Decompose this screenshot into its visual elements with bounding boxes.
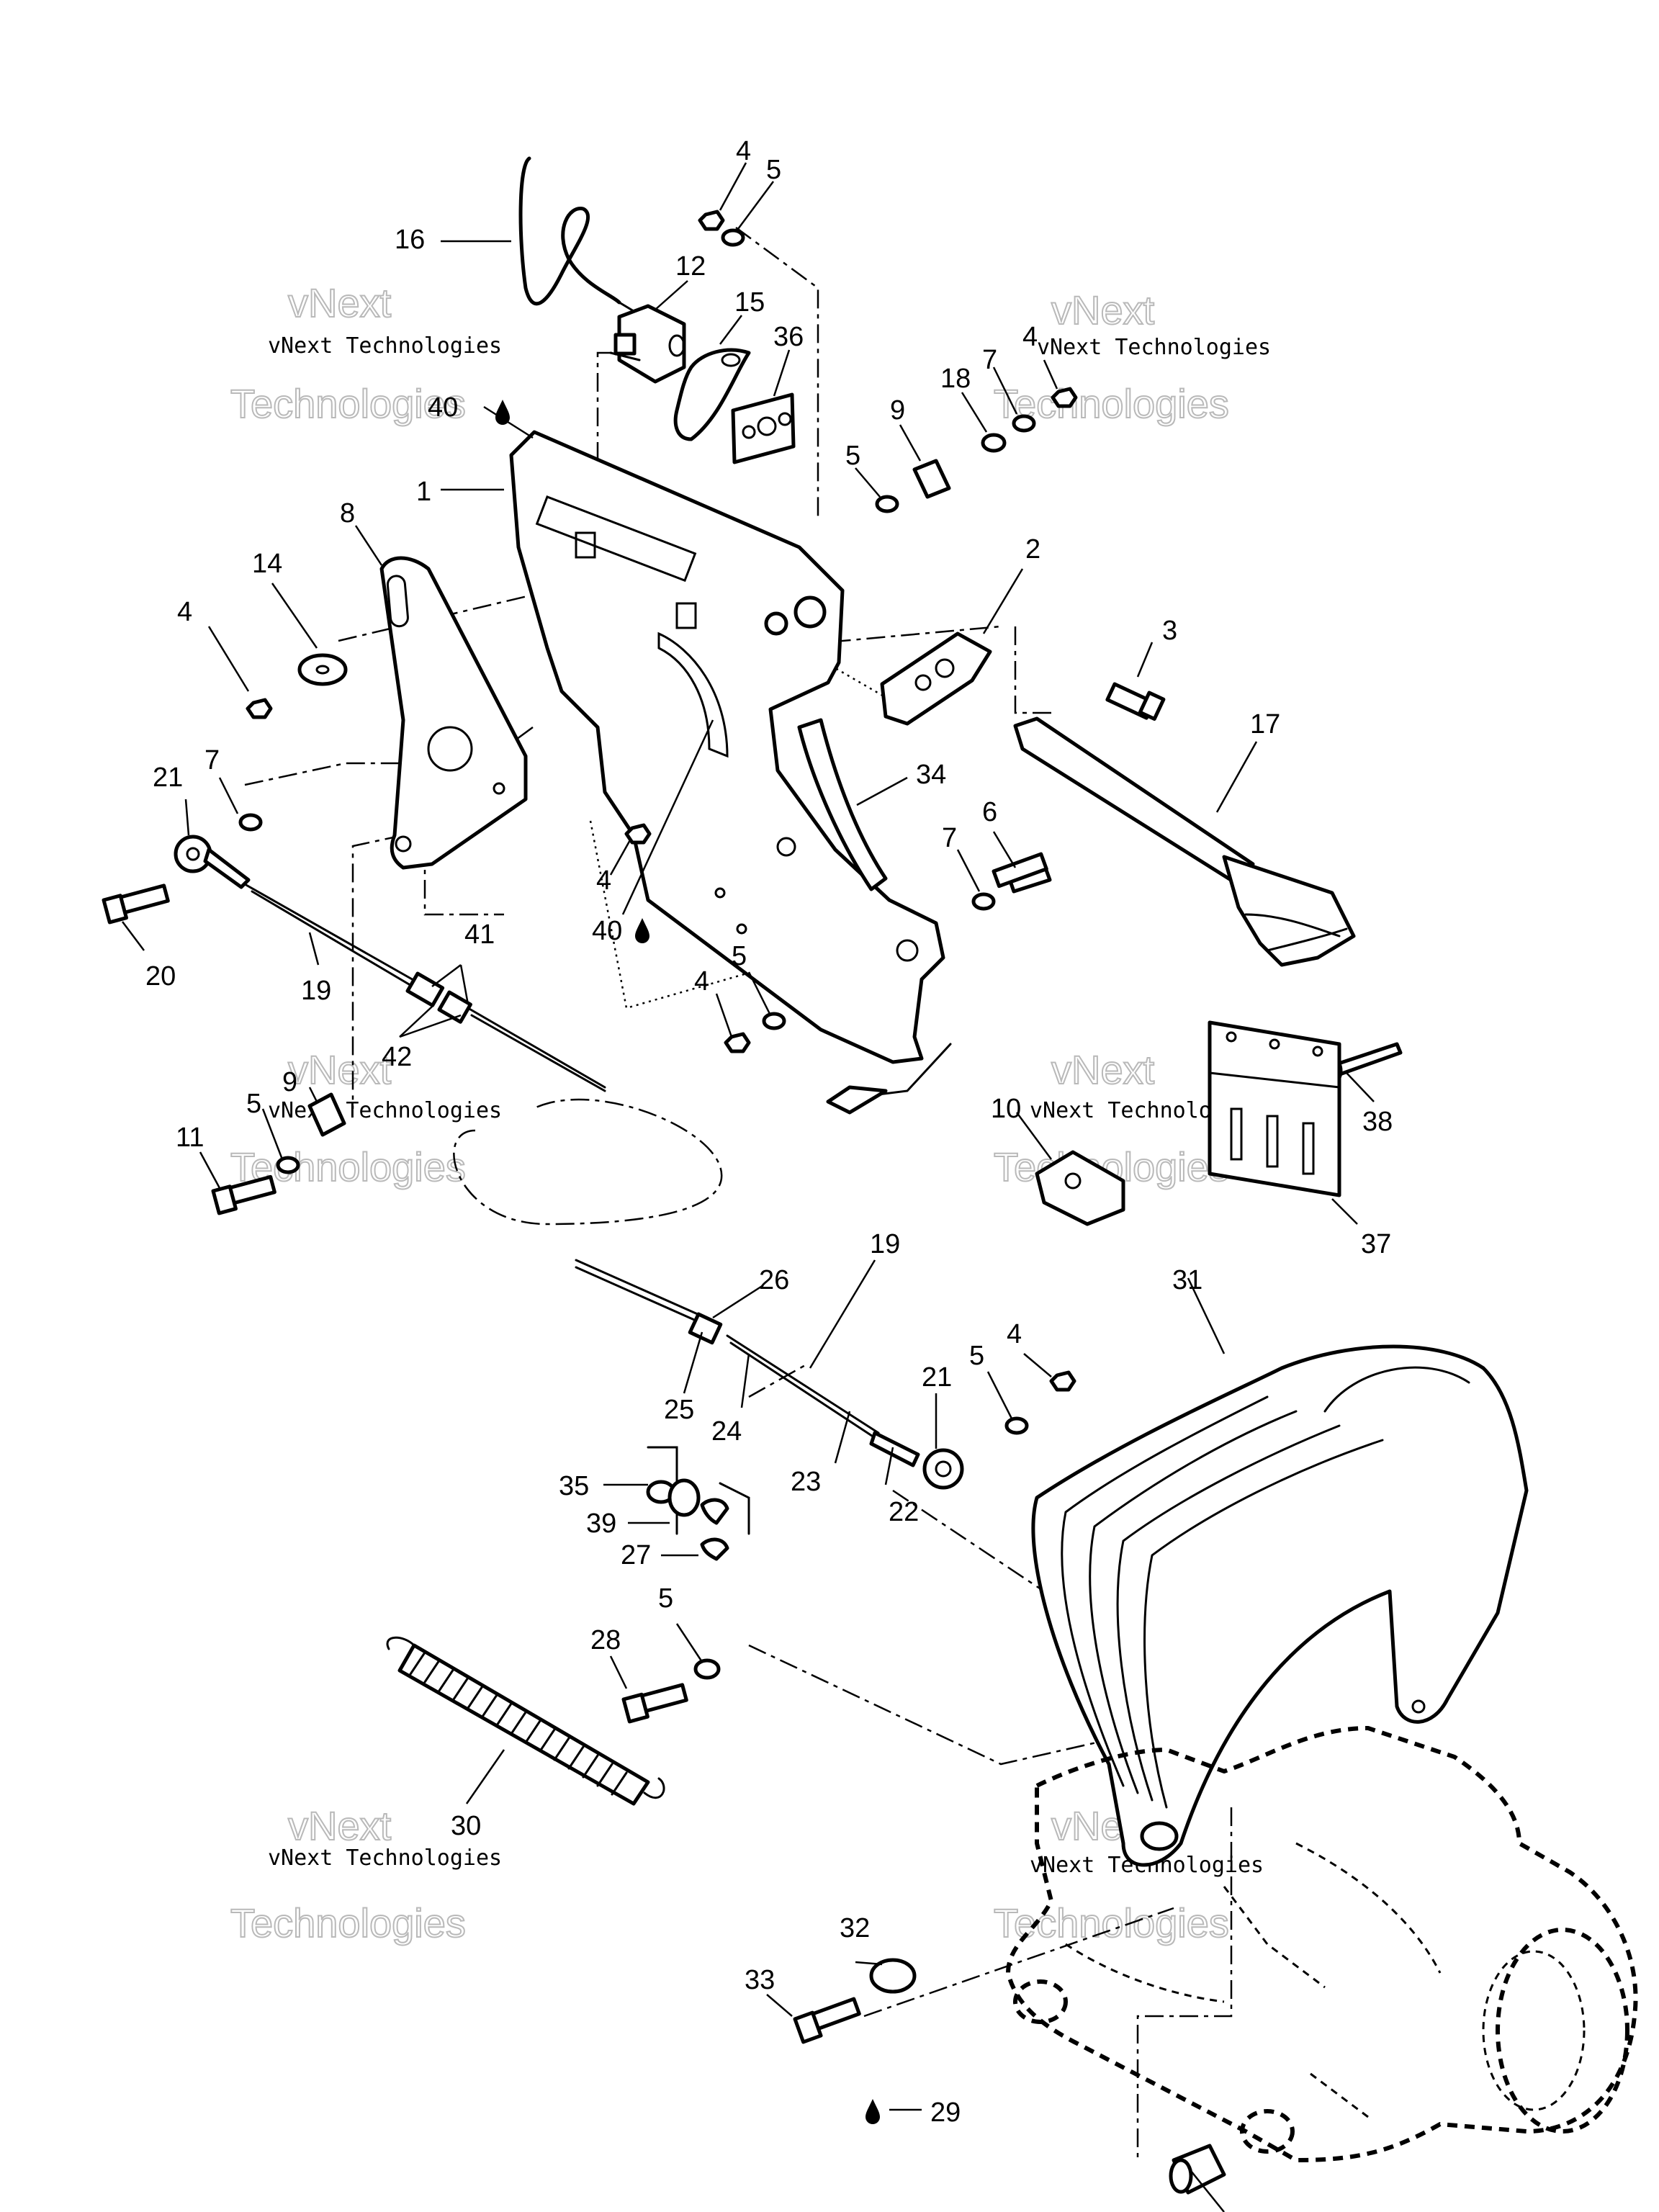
callout-4: 4 <box>596 866 611 896</box>
pedal-bracket <box>880 631 992 726</box>
callout-7: 7 <box>942 823 957 853</box>
callout-29: 29 <box>930 2098 961 2128</box>
callout-5: 5 <box>658 1583 673 1614</box>
cable-clamp <box>1035 1150 1125 1226</box>
callout-27: 27 <box>621 1540 651 1570</box>
bumper-block <box>609 304 686 384</box>
callout-18: 18 <box>940 364 971 394</box>
svg-text:vNext Technologies: vNext Technologies <box>1037 335 1271 360</box>
shim-plate <box>731 392 796 464</box>
lever-arm <box>379 556 528 870</box>
callout-19: 19 <box>870 1229 900 1259</box>
svg-text:Technologies: Technologies <box>230 381 466 426</box>
pump-housing-outline <box>1006 1726 1638 2162</box>
cable-lower <box>575 1259 964 1490</box>
callout-4: 4 <box>1022 322 1038 352</box>
callout-5: 5 <box>969 1341 984 1371</box>
callout-5: 5 <box>845 441 860 471</box>
callout-10: 10 <box>991 1094 1021 1124</box>
callout-4: 4 <box>736 136 751 166</box>
svg-text:vNext: vNext <box>288 1047 392 1092</box>
svg-text:vNext: vNext <box>288 280 392 325</box>
callout-3: 3 <box>1162 616 1177 646</box>
callout-4: 4 <box>1007 1319 1022 1349</box>
callout-26: 26 <box>759 1265 789 1295</box>
callout-7: 7 <box>204 745 220 775</box>
callout-labels: 16 4 5 12 15 36 40 1 8 14 4 5 9 18 7 4 2… <box>145 136 1393 2128</box>
callout-9: 9 <box>890 395 905 426</box>
svg-text:vNext Technologies: vNext Technologies <box>268 1845 502 1871</box>
callout-20: 20 <box>145 961 176 992</box>
callout-28: 28 <box>590 1625 621 1655</box>
callout-40: 40 <box>592 916 622 946</box>
callout-24: 24 <box>711 1416 742 1447</box>
callout-41: 41 <box>464 920 495 950</box>
spring-hook <box>518 156 635 313</box>
callout-31: 31 <box>1172 1265 1202 1295</box>
callout-15: 15 <box>734 287 765 318</box>
callout-25: 25 <box>664 1395 694 1425</box>
leader-lines <box>122 162 1375 2212</box>
oil-drop-icon <box>635 918 649 943</box>
callout-38: 38 <box>1362 1107 1393 1137</box>
callout-5: 5 <box>766 155 781 185</box>
callout-42: 42 <box>382 1042 412 1072</box>
callout-37: 37 <box>1361 1229 1391 1259</box>
cam-piece <box>673 348 751 441</box>
cable-clip-parts <box>646 1446 750 1561</box>
callout-17: 17 <box>1250 709 1280 739</box>
duct-housing <box>1031 1344 1529 1867</box>
callout-12: 12 <box>675 251 706 282</box>
rubber-pad <box>797 718 888 891</box>
main-bracket <box>509 430 952 1115</box>
watermark-mid-left: vNext Technologies vNext Technologies <box>230 1046 502 1190</box>
lubricant-drop-icons <box>495 400 880 2124</box>
oil-drop-icon <box>866 2099 880 2124</box>
watermark-top-left: vNext Technologies vNext Technologies <box>230 279 502 427</box>
callout-34: 34 <box>916 760 946 790</box>
callout-4: 4 <box>694 966 709 997</box>
brake-pedal <box>1013 716 1356 967</box>
callout-40: 40 <box>428 392 458 423</box>
callout-39: 39 <box>586 1509 616 1539</box>
callout-11: 11 <box>176 1123 204 1153</box>
svg-text:vNext: vNext <box>1051 287 1155 333</box>
callout-14: 14 <box>252 549 282 579</box>
callout-7: 7 <box>982 345 997 375</box>
callout-6: 6 <box>982 797 997 827</box>
callout-21: 21 <box>922 1362 952 1393</box>
callout-8: 8 <box>340 498 355 529</box>
callout-33: 33 <box>745 1965 775 1995</box>
svg-text:vNext Technologies: vNext Technologies <box>268 333 502 359</box>
callout-5: 5 <box>246 1089 261 1119</box>
callout-19: 19 <box>301 976 331 1006</box>
callout-30: 30 <box>451 1811 481 1841</box>
callout-23: 23 <box>791 1467 821 1497</box>
svg-text:vNext Technologies: vNext Technologies <box>268 1098 502 1123</box>
callout-1: 1 <box>416 477 431 507</box>
oil-drop-icon <box>495 400 510 425</box>
watermark-bottom-left: vNext Technologies vNext Technologies <box>230 1802 502 1946</box>
svg-text:vNext: vNext <box>288 1803 392 1848</box>
cable-upper <box>174 835 606 1092</box>
callout-22: 22 <box>889 1497 919 1527</box>
callout-21: 21 <box>153 763 183 793</box>
svg-text:Technologies: Technologies <box>994 1900 1229 1946</box>
bolts <box>102 682 1403 2044</box>
callout-16: 16 <box>395 225 425 255</box>
callout-9: 9 <box>282 1067 297 1097</box>
bushing-bottom <box>1169 2144 1226 2195</box>
callout-32: 32 <box>840 1913 870 1943</box>
svg-text:Technologies: Technologies <box>230 1900 466 1946</box>
heat-shield <box>1208 1020 1341 1197</box>
svg-text:vNext: vNext <box>1051 1047 1155 1092</box>
callout-4: 4 <box>177 597 192 627</box>
callout-36: 36 <box>773 322 804 352</box>
callout-35: 35 <box>559 1471 589 1501</box>
return-spring <box>386 1636 665 1806</box>
watermark-top-right: vNext Technologies vNext Technologies <box>993 287 1271 427</box>
callout-2: 2 <box>1025 534 1040 565</box>
callout-5: 5 <box>732 941 747 971</box>
